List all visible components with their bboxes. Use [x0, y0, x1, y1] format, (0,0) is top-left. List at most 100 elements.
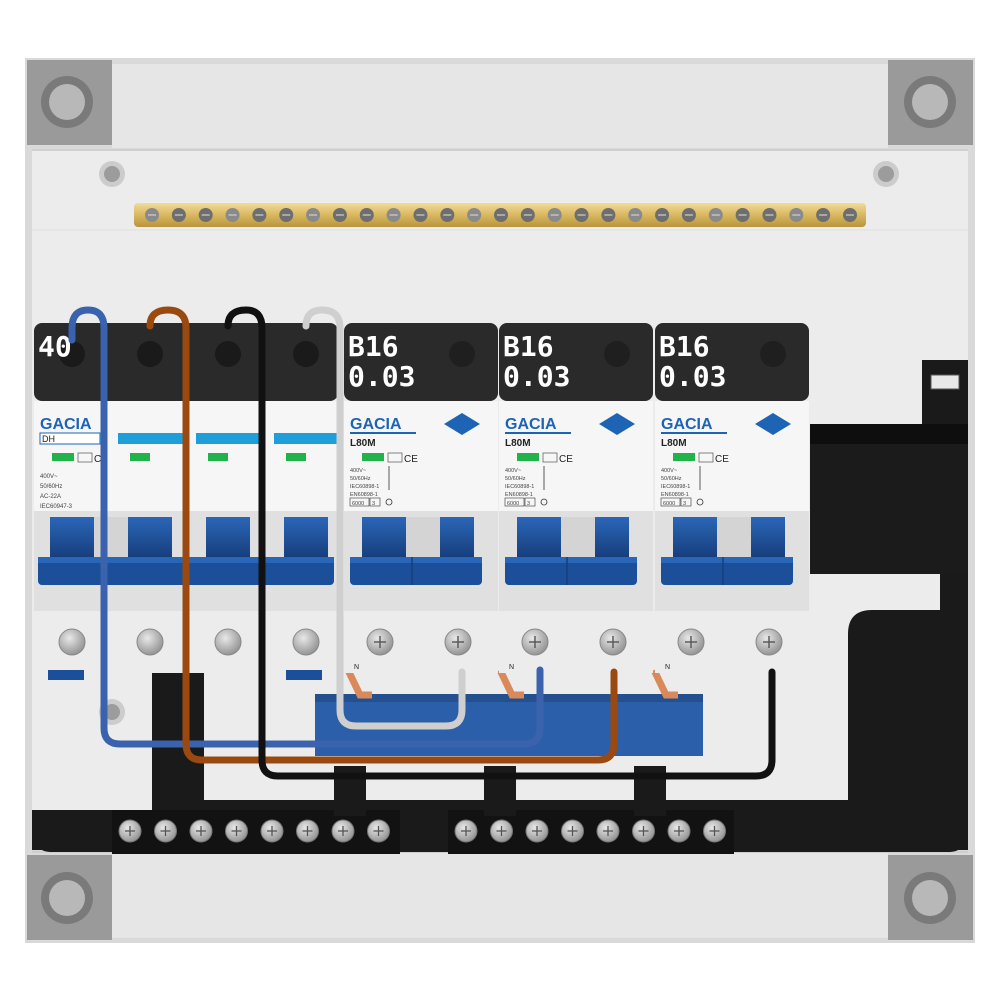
- busbar-screw: [413, 208, 428, 222]
- breaker-group: B160.03GACIAL80MCE400V~50/60HzIEC60898-1…: [344, 323, 809, 673]
- breaker-model: L80M: [350, 438, 376, 449]
- breaker-neutral-label: N: [665, 664, 670, 671]
- breaker-rating-sensitivity: 0.03: [659, 360, 726, 393]
- breaker-led: [362, 453, 384, 461]
- wires: [68, 306, 776, 780]
- terminal-screw: [667, 819, 691, 843]
- busbar-screw: [145, 208, 159, 222]
- breaker-spec: 50/60Hz: [350, 476, 371, 482]
- busbar-screw: [279, 208, 294, 222]
- rcbo-breaker[interactable]: B160.03GACIAL80MCE400V~50/60HzIEC60898-1…: [655, 323, 809, 673]
- breaker-spec: 400V~: [661, 468, 677, 474]
- breaker-box-value: 6000: [663, 501, 675, 507]
- breaker-toggle[interactable]: [505, 517, 637, 585]
- breaker-neutral-label: N: [509, 664, 514, 671]
- busbar-screw: [359, 208, 374, 222]
- busbar-screw: [681, 208, 696, 222]
- terminal-strip: [32, 766, 968, 854]
- breaker-brand: GACIA: [661, 416, 713, 433]
- breaker-spec: 50/60Hz: [505, 476, 526, 482]
- breaker-spec: 400V~: [505, 468, 521, 474]
- busbar-screw: [198, 208, 213, 222]
- busbar-screw: [574, 208, 589, 222]
- breaker-model: L80M: [505, 438, 531, 449]
- breaker-rating-type: B16: [503, 330, 554, 363]
- breaker-box-value: 3: [372, 501, 375, 507]
- busbar-screw: [547, 208, 562, 222]
- busbar-screw: [386, 208, 401, 222]
- main-switch-model: DH: [42, 434, 55, 444]
- breaker-terminal-screw: [366, 628, 394, 656]
- breaker-spec: 400V~: [350, 468, 366, 474]
- breaker-brand: GACIA: [505, 416, 557, 433]
- busbar-screw: [467, 208, 482, 222]
- main-switch-rating: 40: [38, 330, 72, 363]
- breaker-toggle[interactable]: [661, 517, 793, 585]
- terminal-screw: [525, 819, 549, 843]
- corner-mount-bottom-left: [27, 855, 112, 940]
- rcbo-breaker[interactable]: B160.03GACIAL80MCE400V~50/60HzIEC60898-1…: [344, 323, 498, 673]
- breaker-box-value: 6000: [352, 501, 364, 507]
- busbar-screw: [306, 208, 321, 222]
- breaker-spec: IEC60898-1: [661, 484, 690, 490]
- main-switch-brand: GACIA: [40, 416, 92, 433]
- breaker-rating-type: B16: [348, 330, 399, 363]
- busbar-screw: [494, 208, 508, 222]
- main-switch-spec-standard: IEC60947-3: [40, 504, 73, 510]
- terminal-screw: [331, 819, 355, 843]
- breaker-terminal-screw: [755, 628, 783, 656]
- terminal-screw: [296, 819, 319, 843]
- wire-grey: [302, 306, 466, 730]
- busbar-screw: [601, 208, 616, 222]
- busbar-screw: [708, 208, 723, 222]
- busbar-screw: [789, 208, 804, 222]
- breaker-spec: EN60898-1: [661, 492, 689, 498]
- terminal-screw: [260, 819, 284, 843]
- ce-mark: CE: [559, 454, 573, 465]
- terminal-screw: [703, 819, 726, 843]
- terminal-screw: [118, 819, 142, 843]
- breaker-terminal-screw: [444, 628, 472, 656]
- ce-mark: CE: [715, 454, 729, 465]
- wire-brown: [146, 306, 618, 764]
- main-switch-top-screws: [59, 341, 319, 367]
- busbar-screw: [252, 208, 267, 222]
- breaker-spec: IEC60898-1: [505, 484, 534, 490]
- terminal-screw: [225, 819, 248, 843]
- earth-busbar: [134, 203, 866, 227]
- breaker-spec: IEC60898-1: [350, 484, 379, 490]
- busbar-screw: [332, 208, 347, 222]
- busbar-screw-row: [145, 208, 857, 222]
- busbar-screw: [171, 208, 186, 222]
- breaker-led: [673, 453, 695, 461]
- ce-mark: CE: [404, 454, 418, 465]
- busbar-screw: [816, 208, 831, 222]
- breaker-terminal-screw: [521, 628, 549, 656]
- copper-straps: [344, 668, 678, 699]
- logo-diamond-icon: [599, 413, 635, 435]
- terminal-block-right: [810, 360, 968, 574]
- breaker-toggle[interactable]: [350, 517, 482, 585]
- main-switch-led: [52, 453, 74, 461]
- logo-diamond-icon: [444, 413, 480, 435]
- rcbo-breaker[interactable]: B160.03GACIAL80MCE400V~50/60HzIEC60898-1…: [499, 323, 653, 673]
- breaker-box-value: 3: [683, 501, 686, 507]
- breaker-spec: EN60898-1: [350, 492, 378, 498]
- breaker-terminal-screw: [677, 628, 705, 656]
- busbar-screw: [655, 208, 670, 222]
- terminal-screw: [454, 819, 478, 843]
- breaker-led: [517, 453, 539, 461]
- terminal-screw: [490, 819, 513, 843]
- main-switch-bottom-screws: [58, 628, 320, 656]
- main-switch-spec-frequency: 50/60Hz: [40, 484, 62, 490]
- terminal-screw: [596, 819, 620, 843]
- wire-black: [224, 306, 776, 780]
- breaker-box-value: 3: [527, 501, 530, 507]
- terminal-screw: [561, 819, 584, 843]
- breaker-rating-sensitivity: 0.03: [348, 360, 415, 393]
- breaker-spec: EN60898-1: [505, 492, 533, 498]
- busbar-screw: [843, 208, 857, 222]
- busbar-screw: [735, 208, 750, 222]
- logo-diamond-icon: [755, 413, 791, 435]
